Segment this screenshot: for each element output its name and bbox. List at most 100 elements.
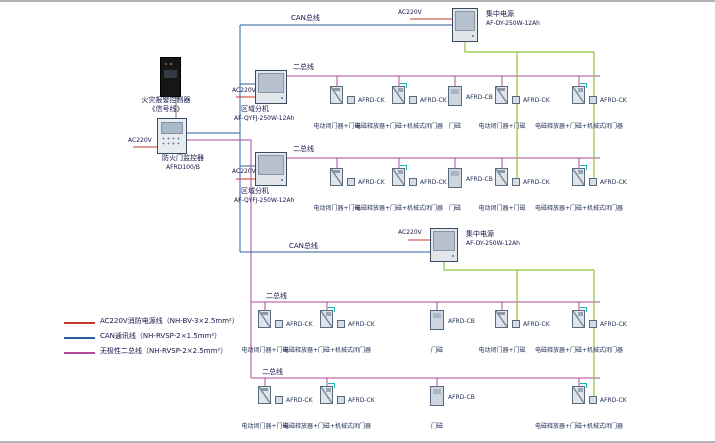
afrd-module-label: AFRD-CK [600, 321, 627, 328]
central-power-lower-model: AF-DY-250W-12Ah [466, 240, 520, 247]
legend-ac-line-label: AC220V消防电源线（NH-BV-3×2.5mm²） [100, 317, 239, 325]
zone-unit-1-name: 区域分机 [241, 105, 269, 113]
afrd-module-box [347, 96, 355, 104]
device-label: 电动闭门器+门磁 [241, 347, 289, 354]
release-mark-icon [400, 165, 407, 170]
afrd-module-label: AFRD-CK [286, 397, 313, 404]
device-label: 电磁释放器+门磁+机械式闭门器 [354, 205, 444, 212]
central-power-top-model: AF-DY-250W-12Ah [486, 20, 540, 27]
cabinet-panel [258, 155, 284, 175]
legend-can-line-sample [64, 337, 95, 339]
device-label: 电动闭门器+门磁 [478, 123, 526, 130]
two-wire-bus-label-row2: 二总线 [293, 63, 314, 71]
afrd-module-box [337, 396, 345, 404]
door-closer-icon [258, 310, 271, 328]
two-wire-bus-label-row5: 二总线 [266, 292, 287, 300]
afrd-module-box [337, 320, 345, 328]
legend-two-wire-label: 无极性二总线（NH-RVSP-2×2.5mm²） [100, 347, 228, 355]
central-power-lower-ac-label: AC220V [398, 229, 422, 236]
can-bus-label-top: CAN总线 [291, 14, 320, 22]
afrd-module-box [409, 178, 417, 186]
device-label: 电磁释放器+门磁+机械式闭门器 [282, 347, 372, 354]
door-release-icon [572, 307, 587, 328]
device-label: 门磁 [430, 347, 444, 354]
door-release-icon [392, 83, 407, 104]
device-label: 门磁 [448, 123, 462, 130]
cabinet-handle [452, 255, 454, 257]
legend-two-wire-sample [64, 352, 95, 354]
device-label: 电磁释放器+门磁+机械式闭门器 [534, 123, 624, 130]
door-magnet-icon [430, 386, 444, 406]
door-closer-icon [258, 386, 271, 404]
door-closer-icon [495, 310, 508, 328]
afrd-module-label: AFRD-CB [466, 94, 493, 101]
release-mark-icon [400, 83, 407, 88]
monitor-model-label: AFRD100/B [166, 164, 200, 171]
fire-alarm-controller-label: 火灾报警控制器 [141, 96, 191, 104]
controller-led-green [170, 63, 172, 65]
afrd-module-label: AFRD-CB [466, 176, 493, 183]
device-label: 电磁释放器+门磁+机械式闭门器 [534, 423, 624, 430]
afrd-module-box [347, 178, 355, 186]
release-mark-icon [328, 307, 335, 312]
afrd-module-label: AFRD-CK [600, 97, 627, 104]
device-label: 电动闭门器+门磁 [478, 205, 526, 212]
controller-screen [164, 70, 177, 78]
device-label: 电动闭门器+门磁 [313, 205, 361, 212]
door-release-icon [572, 383, 587, 404]
door-closer-icon [330, 86, 343, 104]
afrd-module-box [512, 96, 520, 104]
afrd-module-label: AFRD-CK [358, 97, 385, 104]
ac-power-wires [133, 18, 452, 241]
device-label: 电磁释放器+门磁+机械式闭门器 [282, 423, 372, 430]
afrd-module-label: AFRD-CK [420, 179, 447, 186]
device-label: 电动闭门器+门磁 [478, 347, 526, 354]
door-release-icon [320, 383, 335, 404]
monitor-name-label: 防火门监控器 [162, 154, 204, 162]
can-bus-wires [185, 24, 452, 253]
zone-unit-2-cabinet [255, 152, 287, 186]
afrd-module-box [589, 178, 597, 186]
release-mark-icon [580, 83, 587, 88]
device-label: 电动闭门器+门磁 [313, 123, 361, 130]
zone-unit-1-ac-label: AC220V [232, 87, 256, 94]
device-label: 电磁释放器+门磁+机械式闭门器 [354, 123, 444, 130]
door-release-icon [572, 83, 587, 104]
top-border [0, 0, 715, 2]
afrd-module-box [589, 396, 597, 404]
afrd-module-label: AFRD-CB [448, 394, 475, 401]
afrd-module-box [589, 320, 597, 328]
fire-alarm-controller [160, 57, 181, 97]
zone-unit-1-model: AF-QYFJ-250W-12Ah [234, 115, 295, 122]
legend-ac-line-sample [64, 322, 95, 324]
two-wire-bus-wires [185, 75, 600, 379]
release-mark-icon [580, 165, 587, 170]
afrd-module-box [409, 96, 417, 104]
afrd-module-label: AFRD-CK [348, 397, 375, 404]
afrd-module-label: AFRD-CK [600, 179, 627, 186]
cabinet-panel [258, 73, 284, 93]
legend-can-line-label: CAN通讯线（NH-RVSP-2×1.5mm²） [100, 332, 222, 340]
zone-unit-2-model: AF-QYFJ-250W-12Ah [234, 197, 295, 204]
monitor-keypad [161, 136, 181, 147]
afrd-module-label: AFRD-CB [448, 318, 475, 325]
release-mark-icon [580, 383, 587, 388]
door-release-icon [392, 165, 407, 186]
central-power-top-ac-label: AC220V [398, 9, 422, 16]
dc-power-wires [443, 42, 595, 399]
central-power-cabinet-top [452, 8, 478, 42]
central-power-lower-name: 集中电源 [466, 230, 494, 238]
bottom-border [0, 441, 715, 443]
afrd-module-label: AFRD-CK [348, 321, 375, 328]
zone-unit-1-cabinet [255, 70, 287, 104]
door-magnet-icon [448, 168, 462, 188]
central-power-top-name: 集中电源 [486, 10, 514, 18]
monitor-screen [161, 122, 183, 134]
afrd-module-label: AFRD-CK [358, 179, 385, 186]
afrd-module-box [512, 178, 520, 186]
cabinet-panel [455, 11, 475, 31]
afrd-module-label: AFRD-CK [286, 321, 313, 328]
monitor-power-label: AC220V [128, 137, 152, 144]
